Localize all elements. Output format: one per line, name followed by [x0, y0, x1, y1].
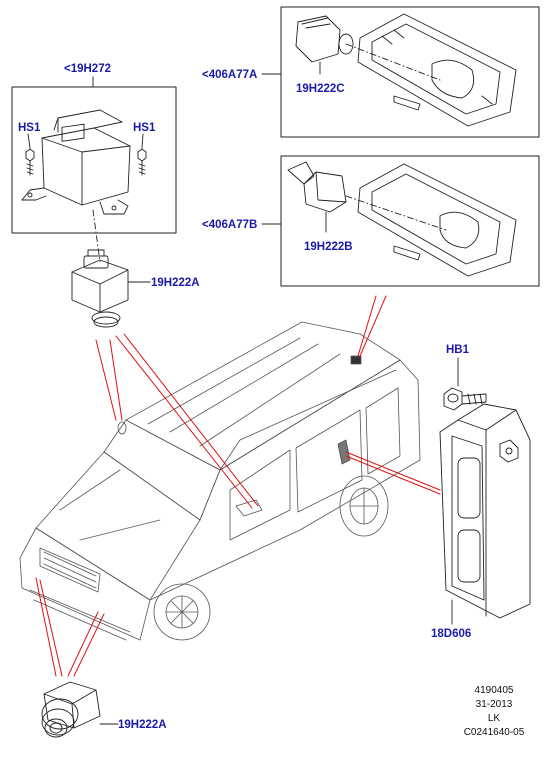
assembly-centerline: [92, 209, 101, 263]
ref-initials: LK: [487, 713, 501, 724]
part-label-18d606: 18D606: [431, 628, 472, 640]
vehicle-outline: [19, 321, 421, 641]
camera-19h222a-upper: [71, 249, 151, 328]
ref-label-19h272: <19H272: [64, 63, 111, 75]
screw-label-hs1-right: HS1: [133, 122, 156, 134]
bolt-label-hb1: HB1: [446, 344, 470, 356]
part-label-19h222c: 19H222C: [296, 83, 345, 95]
camera-19h222a-lower: [41, 681, 119, 738]
part-label-19h222a-top: 19H222A: [151, 277, 200, 289]
ref-number: 4190405: [474, 685, 514, 696]
module-18d606: [439, 357, 531, 625]
part-label-19h222a-bottom: 19H222A: [118, 719, 167, 731]
red-leader-lines: [35, 295, 441, 677]
ref-drawing-code: C0241640-05: [463, 727, 525, 738]
screw-label-hs1-left: HS1: [18, 122, 41, 134]
ref-label-406a77b: <406A77B: [202, 219, 258, 231]
bracket-detail-box: [11, 76, 177, 234]
bezel-b-box: [261, 155, 540, 287]
ref-date: 31-2013: [475, 699, 513, 710]
bezel-a-box: [261, 6, 540, 138]
part-label-19h222b: 19H222B: [304, 241, 353, 253]
reference-block: 4190405 31-2013 LK C0241640-05: [452, 684, 536, 740]
ref-label-406a77a: <406A77A: [202, 69, 258, 81]
